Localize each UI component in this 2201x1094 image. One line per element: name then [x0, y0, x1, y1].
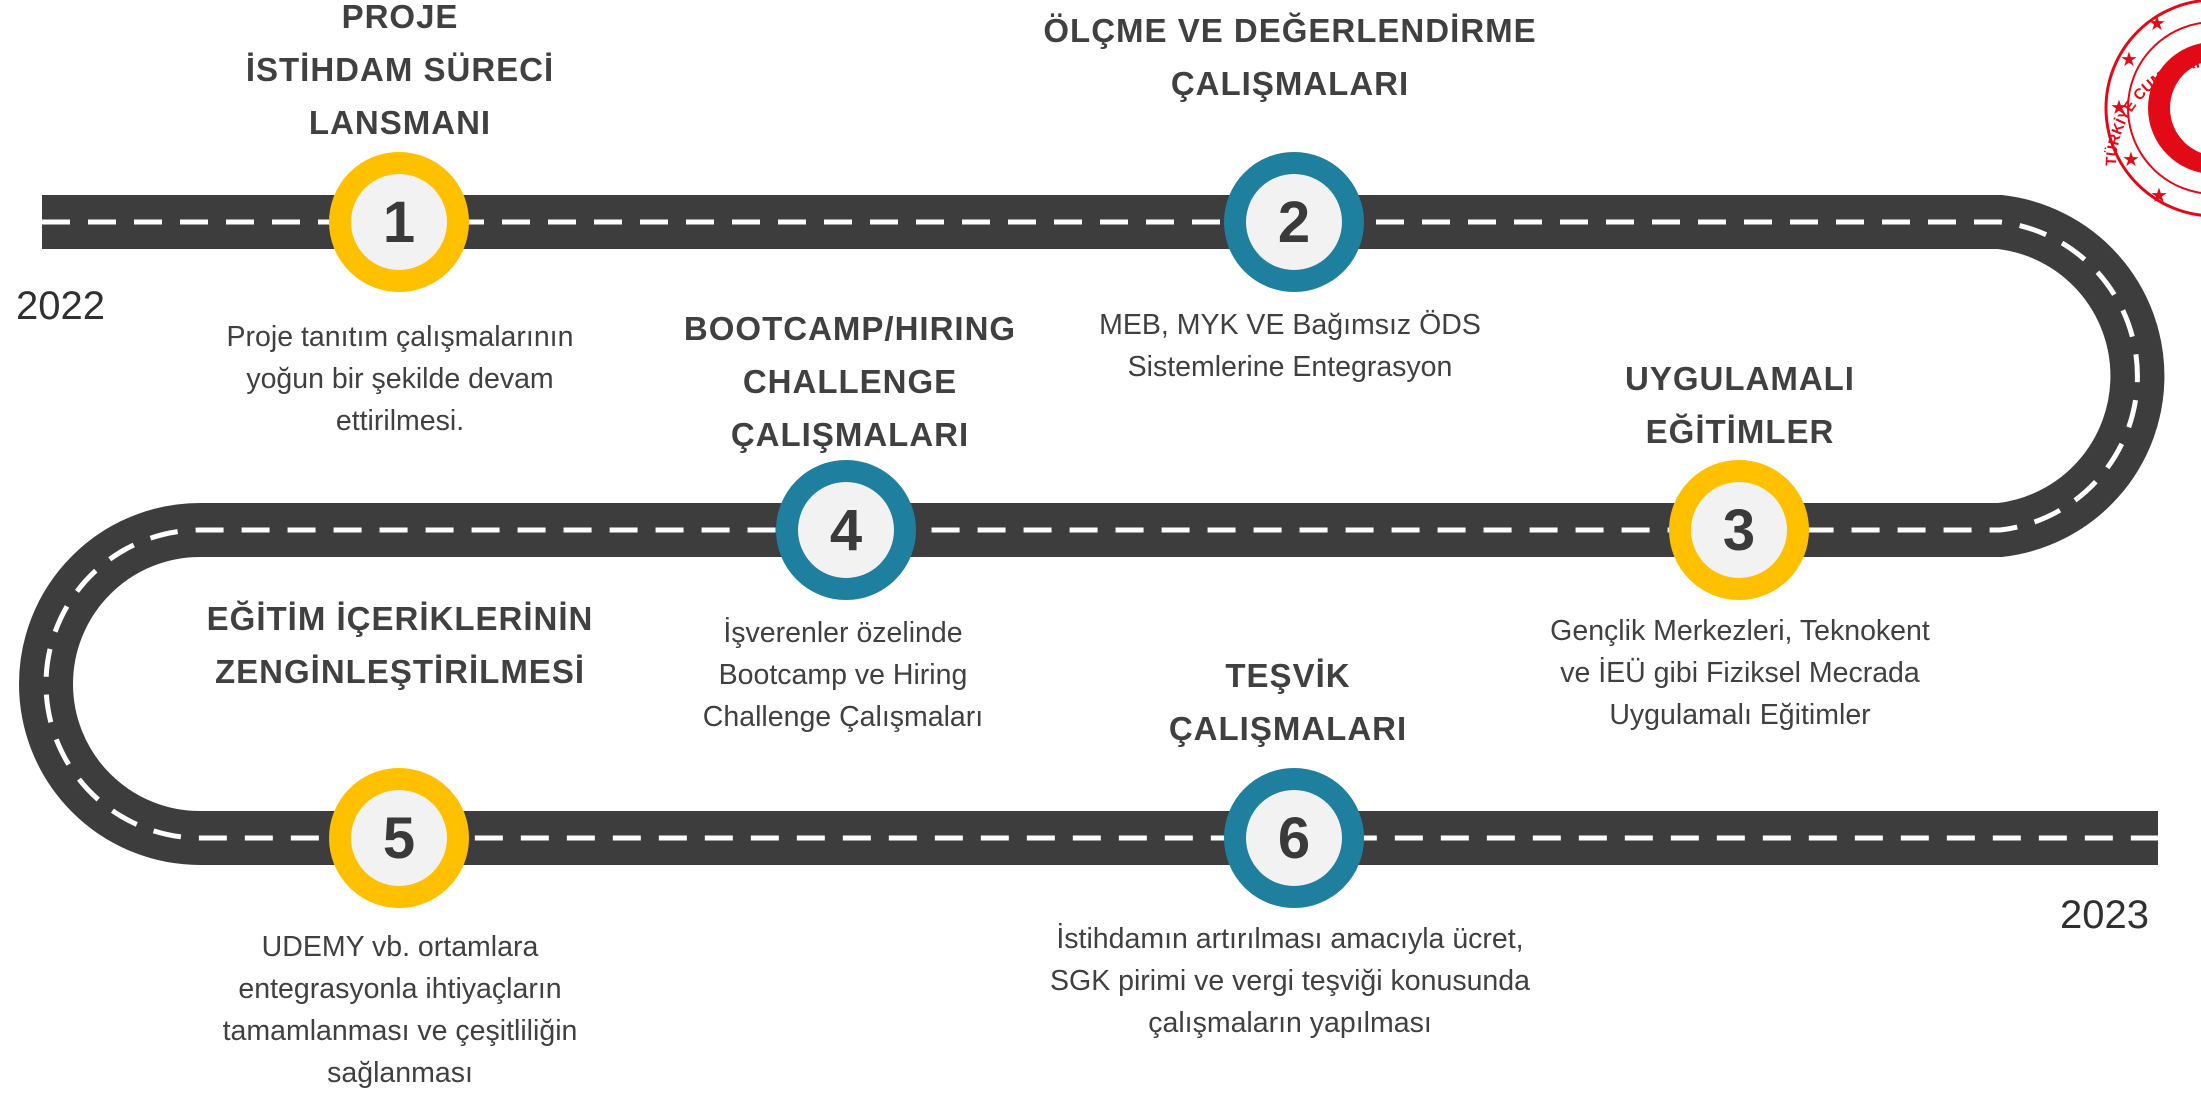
milestone-4-marker: 4 — [776, 460, 916, 600]
svg-text:★: ★ — [2110, 97, 2128, 119]
svg-text:★: ★ — [2148, 13, 2166, 35]
start-year-label: 2022 — [16, 284, 105, 328]
milestone-4-title: BOOTCAMP/HIRING CHALLENGE ÇALIŞMALARI — [683, 310, 1017, 453]
svg-text:★: ★ — [2150, 185, 2168, 207]
milestone-5-title: EĞİTİM İÇERİKLERİNİN ZENGİNLEŞTİRİLMESİ — [206, 600, 594, 690]
milestone-4-number: 4 — [829, 497, 863, 563]
milestone-3-title: UYGULAMALI EĞİTİMLER — [1625, 360, 1855, 450]
milestone-1-description: Proje tanıtım çalışmalarının yoğun bir ş… — [226, 321, 574, 437]
milestone-2-number: 2 — [1277, 189, 1311, 255]
milestone-1-number: 1 — [382, 189, 416, 255]
milestone-2-description: MEB, MYK VE Bağımsız ÖDS Sistemlerine En… — [1099, 309, 1481, 383]
road — [19, 195, 2165, 865]
milestone-2-marker: 2 — [1224, 152, 1364, 292]
milestone-6-title: TEŞVİK ÇALIŞMALARI — [1168, 657, 1408, 747]
milestone-5-number: 5 — [382, 805, 416, 871]
milestone-3-number: 3 — [1722, 497, 1756, 563]
milestone-2-title: ÖLÇME VE DEĞERLENDİRME ÇALIŞMALARI — [1043, 12, 1537, 102]
seal-stars: ★ ★ ★ ★ ★ — [2110, 13, 2168, 207]
milestone-6-description: İstihdamın artırılması amacıyla ücret, S… — [1050, 923, 1530, 1039]
milestone-5-description: UDEMY vb. ortamlara entegrasyonla ihtiya… — [222, 931, 578, 1089]
milestone-6-marker: 6 — [1224, 768, 1364, 908]
milestone-4-description: İşverenler özelinde Bootcamp ve Hiring C… — [702, 617, 984, 733]
milestone-1-title: PROJE İSTİHDAM SÜRECİ LANSMANI — [245, 0, 555, 141]
seal-logo: ★ ★ ★ ★ ★ TÜRKİYE CUMHURİYETİ — [2096, 0, 2201, 217]
svg-text:★: ★ — [2122, 149, 2140, 171]
milestone-1-marker: 1 — [329, 152, 469, 292]
milestone-3-description: Gençlik Merkezleri, Teknokent ve İEÜ gib… — [1550, 615, 1930, 731]
milestone-3-marker: 3 — [1669, 460, 1809, 600]
milestone-5-marker: 5 — [329, 768, 469, 908]
svg-text:★: ★ — [2120, 49, 2138, 71]
milestone-6-number: 6 — [1277, 805, 1311, 871]
end-year-label: 2023 — [2060, 893, 2149, 937]
